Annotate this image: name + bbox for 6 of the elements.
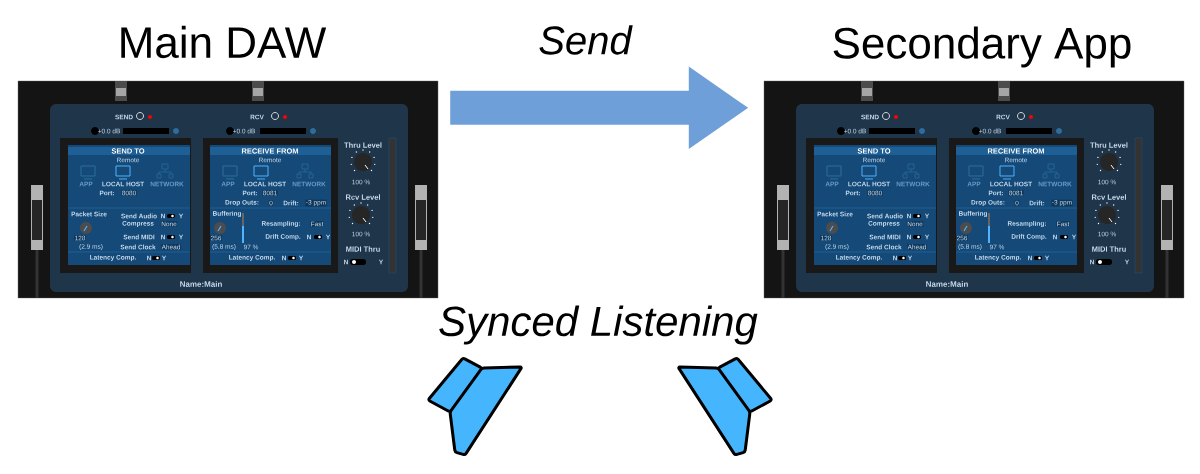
- heading: Main DAW: [121, 25, 327, 59]
- name-label: Name:Main: [926, 281, 968, 287]
- heading: Secondary App: [833, 26, 1131, 68]
- name-label: Name:Main: [180, 281, 222, 287]
- edge-label: Send: [539, 25, 633, 55]
- caption: Synced Listening: [439, 305, 758, 345]
